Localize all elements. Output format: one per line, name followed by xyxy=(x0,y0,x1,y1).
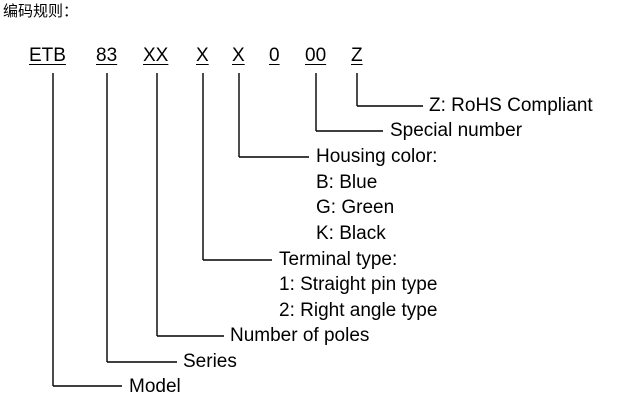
desc-terminal-title: Terminal type: xyxy=(279,249,398,270)
desc-housing-green: G: Green xyxy=(316,197,395,218)
desc-rohs: Z: RoHS Compliant xyxy=(429,95,593,116)
desc-series: Series xyxy=(183,351,237,372)
desc-terminal-straight: 1: Straight pin type xyxy=(279,274,438,295)
desc-housing-black: K: Black xyxy=(316,223,386,244)
code-terminal: X xyxy=(196,45,209,66)
code-model: ETB xyxy=(29,45,66,66)
code-housing: X xyxy=(232,45,245,66)
page-title: 编码规则： xyxy=(3,2,79,20)
desc-housing-title: Housing color: xyxy=(316,146,438,167)
desc-housing-blue: B: Blue xyxy=(316,172,378,193)
code-poles: XX xyxy=(143,45,169,66)
code-series: 83 xyxy=(96,45,118,66)
desc-special: Special number xyxy=(390,120,523,141)
desc-model: Model xyxy=(129,376,181,397)
code-special: 00 xyxy=(305,45,327,66)
code-fixed-zero: 0 xyxy=(269,45,280,66)
code-rohs: Z xyxy=(351,45,363,66)
desc-terminal-right: 2: Right angle type xyxy=(279,300,438,321)
desc-poles: Number of poles xyxy=(230,325,370,346)
